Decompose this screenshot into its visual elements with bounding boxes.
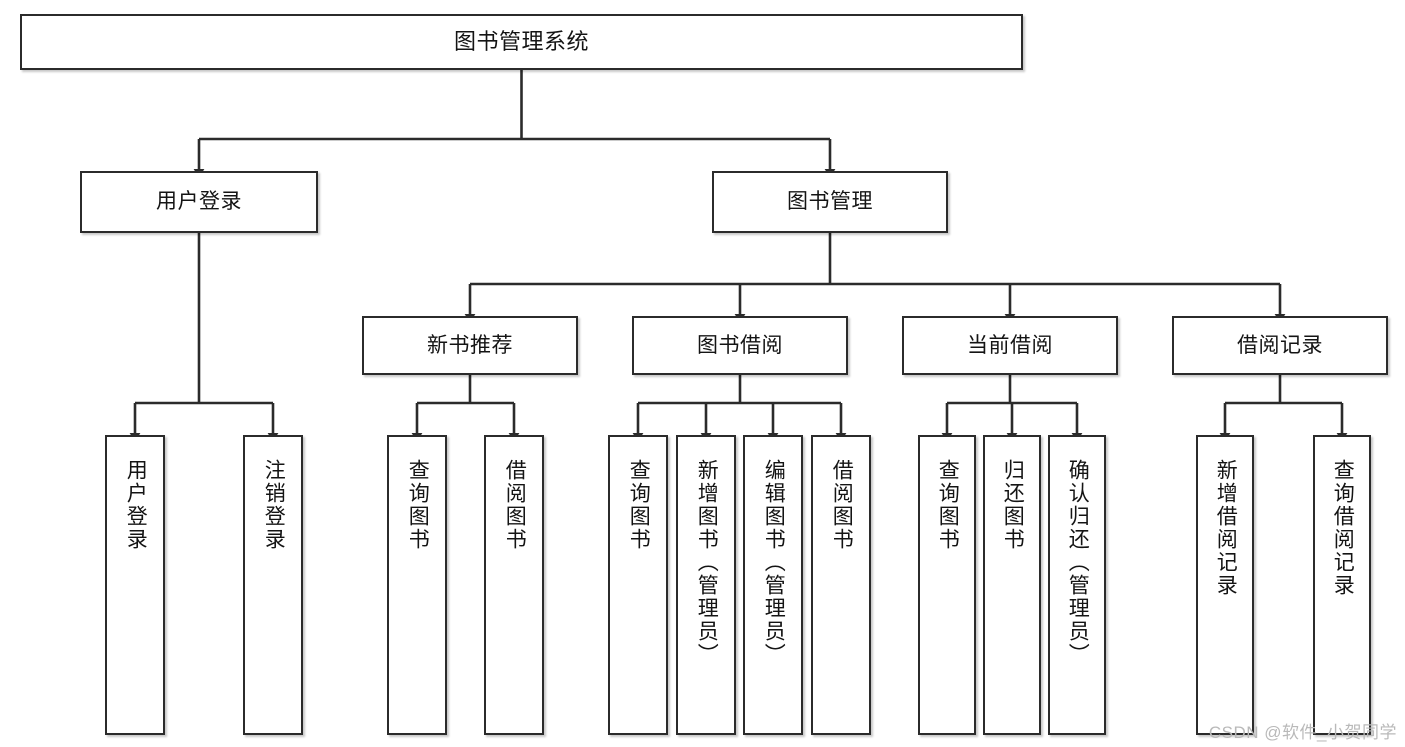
node-leaf-lend-book-label: 借阅图书 xyxy=(830,459,854,551)
node-leaf-user-login-label: 用户登录 xyxy=(124,459,148,551)
node-book-management-label: 图书管理 xyxy=(787,190,873,214)
node-leaf-logout-label: 注销登录 xyxy=(262,459,286,551)
node-leaf-query-book-newbook-label: 查询图书 xyxy=(406,459,430,551)
node-leaf-add-book-admin-label: 新增图书（管理员） xyxy=(695,459,719,666)
node-book-management[interactable]: 图书管理 xyxy=(712,171,948,233)
node-book-borrow[interactable]: 图书借阅 xyxy=(632,316,848,375)
node-borrow-records-label: 借阅记录 xyxy=(1237,333,1323,357)
node-leaf-logout[interactable]: 注销登录 xyxy=(243,435,303,735)
node-borrow-records[interactable]: 借阅记录 xyxy=(1172,316,1388,375)
node-leaf-query-borrow-record-label: 查询借阅记录 xyxy=(1331,459,1355,597)
node-current-borrow[interactable]: 当前借阅 xyxy=(902,316,1118,375)
node-leaf-query-book-borrow-label: 查询图书 xyxy=(627,459,651,551)
node-new-book-recommend-label: 新书推荐 xyxy=(427,333,513,357)
node-leaf-query-borrow-record[interactable]: 查询借阅记录 xyxy=(1313,435,1371,735)
node-leaf-add-borrow-record-label: 新增借阅记录 xyxy=(1214,459,1238,597)
node-leaf-query-book-borrow[interactable]: 查询图书 xyxy=(608,435,668,735)
node-leaf-add-borrow-record[interactable]: 新增借阅记录 xyxy=(1196,435,1254,735)
node-leaf-borrow-book-newbook[interactable]: 借阅图书 xyxy=(484,435,544,735)
edge-group xyxy=(129,70,1348,442)
node-user-login-label: 用户登录 xyxy=(156,190,242,214)
node-leaf-query-book-newbook[interactable]: 查询图书 xyxy=(387,435,447,735)
node-leaf-user-login[interactable]: 用户登录 xyxy=(105,435,165,735)
watermark: CSDN @软件_小贺同学 xyxy=(1208,723,1397,742)
node-leaf-return-book[interactable]: 归还图书 xyxy=(983,435,1041,735)
node-leaf-edit-book-admin-label: 编辑图书（管理员） xyxy=(762,459,786,666)
node-leaf-confirm-return-admin-label: 确认归还（管理员） xyxy=(1066,459,1090,666)
node-user-login[interactable]: 用户登录 xyxy=(80,171,318,233)
node-leaf-add-book-admin[interactable]: 新增图书（管理员） xyxy=(676,435,736,735)
node-leaf-query-book-current-label: 查询图书 xyxy=(936,459,960,551)
node-root[interactable]: 图书管理系统 xyxy=(20,14,1023,70)
node-root-label: 图书管理系统 xyxy=(453,28,589,54)
node-current-borrow-label: 当前借阅 xyxy=(967,333,1053,357)
node-new-book-recommend[interactable]: 新书推荐 xyxy=(362,316,578,375)
node-leaf-lend-book[interactable]: 借阅图书 xyxy=(811,435,871,735)
node-leaf-confirm-return-admin[interactable]: 确认归还（管理员） xyxy=(1048,435,1106,735)
node-book-borrow-label: 图书借阅 xyxy=(697,333,783,357)
node-leaf-borrow-book-newbook-label: 借阅图书 xyxy=(503,459,527,551)
node-leaf-return-book-label: 归还图书 xyxy=(1001,459,1025,551)
node-leaf-query-book-current[interactable]: 查询图书 xyxy=(918,435,976,735)
node-leaf-edit-book-admin[interactable]: 编辑图书（管理员） xyxy=(743,435,803,735)
